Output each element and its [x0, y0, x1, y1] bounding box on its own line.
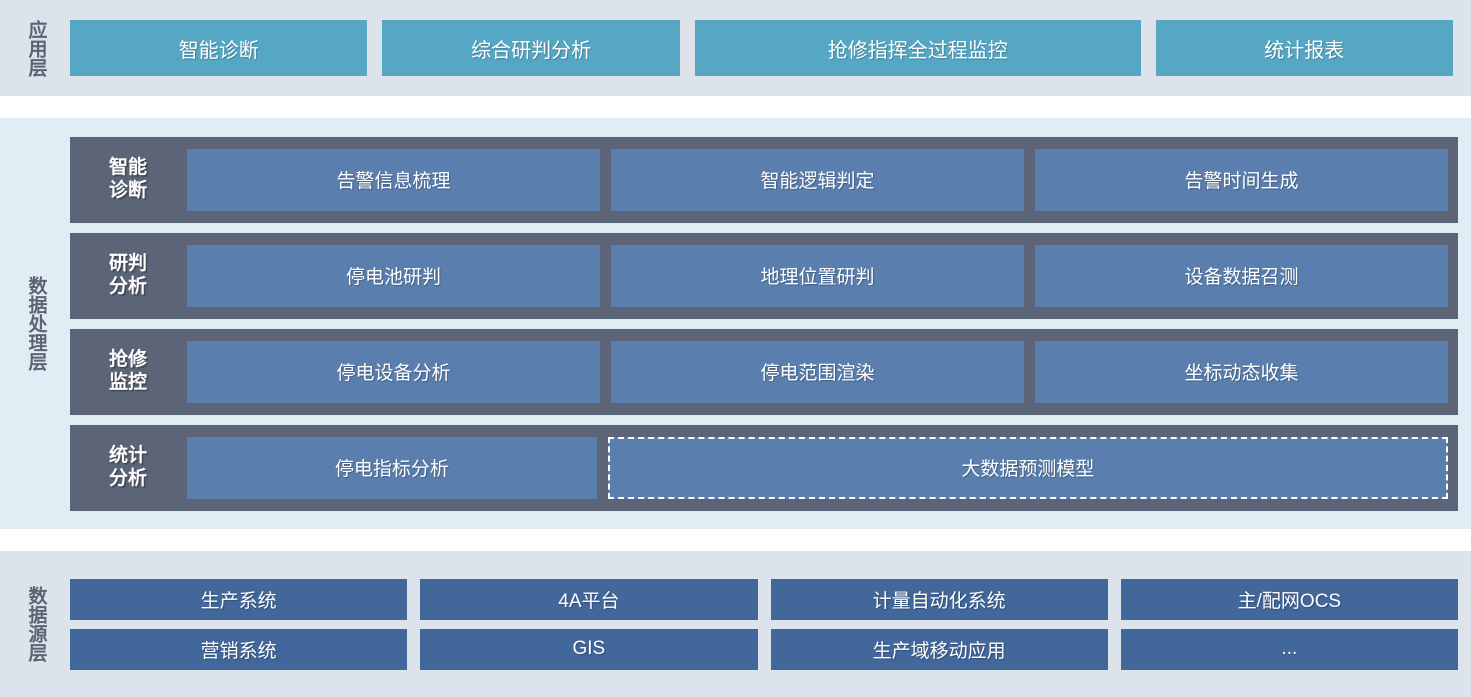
processing-row-label-line1: 研判 [108, 252, 147, 274]
processing-row-label-line1: 抢修 [108, 348, 147, 370]
app-card-repair-command-monitoring[interactable]: 抢修指挥全过程监控 [694, 20, 1141, 76]
source-card-main-distribution-ocs[interactable]: 主/配网OCS [1120, 578, 1458, 620]
data-processing-layer: 数据处理层 智能 诊断 告警信息梳理 智能逻辑判定 告警时间生成 研判 分析 [0, 118, 1471, 529]
proc-card-alarm-time-generation[interactable]: 告警时间生成 [1035, 148, 1448, 211]
source-card-marketing-system[interactable]: 营销系统 [70, 628, 408, 670]
processing-row-label-line2: 诊断 [108, 179, 147, 201]
divider-processing-source [0, 529, 1471, 551]
processing-row-judgment-analysis: 研判 分析 停电池研判 地理位置研判 设备数据召测 [70, 232, 1458, 319]
data-source-layer-body: 生产系统 4A平台 计量自动化系统 主/配网OCS 营销系统 GIS 生产域移动… [70, 551, 1471, 697]
app-card-comprehensive-analysis[interactable]: 综合研判分析 [382, 20, 680, 76]
processing-row-repair-monitoring: 抢修 监控 停电设备分析 停电范围渲染 坐标动态收集 [70, 328, 1458, 415]
processing-row-statistical-analysis: 统计 分析 停电指标分析 大数据预测模型 [70, 424, 1458, 511]
source-card-gis[interactable]: GIS [420, 628, 758, 670]
proc-card-coordinate-dynamic-collection[interactable]: 坐标动态收集 [1035, 340, 1448, 403]
proc-card-outage-indicator-analysis[interactable]: 停电指标分析 [187, 436, 597, 499]
application-layer-label: 应用层 [25, 19, 47, 77]
proc-card-alarm-info-sorting[interactable]: 告警信息梳理 [187, 148, 600, 211]
processing-row-label: 抢修 监控 [80, 349, 176, 395]
processing-row-label: 智能 诊断 [80, 157, 176, 203]
application-layer: 应用层 智能诊断 综合研判分析 抢修指挥全过程监控 统计报表 [0, 0, 1471, 96]
proc-card-outage-range-rendering[interactable]: 停电范围渲染 [611, 340, 1024, 403]
proc-card-device-data-polling[interactable]: 设备数据召测 [1035, 244, 1448, 307]
processing-row-label: 统计 分析 [80, 445, 176, 491]
proc-card-outage-pool-judgment[interactable]: 停电池研判 [187, 244, 600, 307]
application-layer-body: 智能诊断 综合研判分析 抢修指挥全过程监控 统计报表 [70, 0, 1471, 96]
source-card-4a-platform[interactable]: 4A平台 [420, 578, 758, 620]
processing-row-label-line2: 监控 [108, 371, 147, 393]
processing-row-label-line1: 统计 [108, 444, 147, 466]
source-card-more[interactable]: ... [1120, 628, 1458, 670]
processing-row-intelligent-diagnosis: 智能 诊断 告警信息梳理 智能逻辑判定 告警时间生成 [70, 136, 1458, 223]
app-card-intelligent-diagnosis[interactable]: 智能诊断 [70, 20, 368, 76]
processing-row-cards: 停电设备分析 停电范围渲染 坐标动态收集 [187, 340, 1448, 403]
processing-row-cards: 停电指标分析 大数据预测模型 [187, 436, 1448, 499]
proc-card-bigdata-prediction-model[interactable]: 大数据预测模型 [607, 436, 1448, 499]
processing-row-label: 研判 分析 [80, 253, 176, 299]
divider-app-processing [0, 96, 1471, 118]
proc-card-intelligent-logic-judgment[interactable]: 智能逻辑判定 [611, 148, 1024, 211]
proc-card-geographic-location-judgment[interactable]: 地理位置研判 [611, 244, 1024, 307]
data-source-layer: 数据源层 生产系统 4A平台 计量自动化系统 主/配网OCS 营销系统 GIS … [0, 551, 1471, 697]
source-row: 生产系统 4A平台 计量自动化系统 主/配网OCS [70, 578, 1458, 620]
data-source-layer-label: 数据源层 [25, 586, 47, 662]
source-card-metering-automation-system[interactable]: 计量自动化系统 [770, 578, 1108, 620]
processing-row-label-line2: 分析 [108, 467, 147, 489]
processing-row-label-line1: 智能 [108, 156, 147, 178]
data-processing-layer-body: 智能 诊断 告警信息梳理 智能逻辑判定 告警时间生成 研判 分析 停电池研判 地… [70, 118, 1471, 529]
source-card-production-system[interactable]: 生产系统 [70, 578, 408, 620]
data-processing-layer-label: 数据处理层 [25, 276, 47, 371]
app-card-statistical-report[interactable]: 统计报表 [1155, 20, 1453, 76]
proc-card-outage-device-analysis[interactable]: 停电设备分析 [187, 340, 600, 403]
source-row: 营销系统 GIS 生产域移动应用 ... [70, 628, 1458, 670]
source-card-production-mobile-app[interactable]: 生产域移动应用 [770, 628, 1108, 670]
processing-row-label-line2: 分析 [108, 275, 147, 297]
processing-row-cards: 告警信息梳理 智能逻辑判定 告警时间生成 [187, 148, 1448, 211]
processing-row-cards: 停电池研判 地理位置研判 设备数据召测 [187, 244, 1448, 307]
